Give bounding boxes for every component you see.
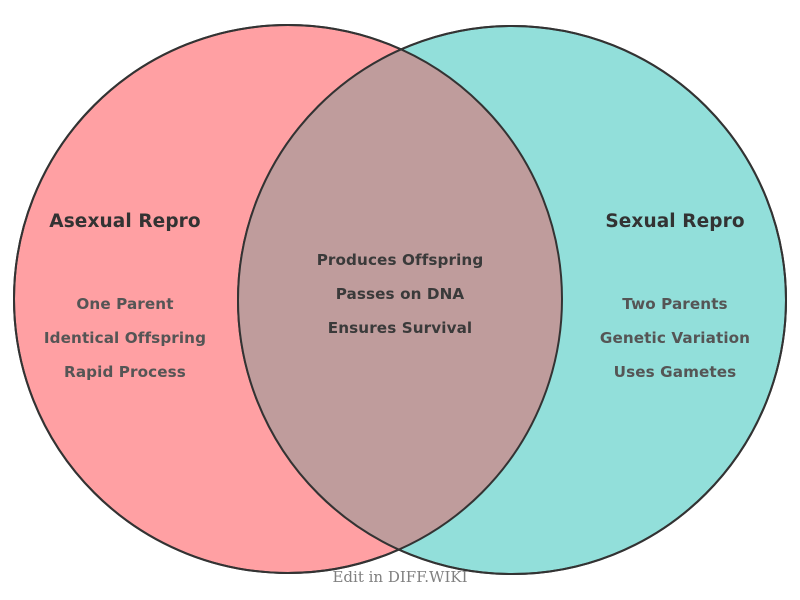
list-item: Ensures Survival: [327, 319, 473, 337]
list-item: Genetic Variation: [599, 329, 751, 347]
venn-circle-left-outline: [13, 24, 563, 574]
list-item: Identical Offspring: [43, 329, 207, 347]
intersection-items: Produces Offspring Passes on DNA Ensures…: [290, 243, 510, 345]
set-items-right: Two Parents Genetic Variation Uses Gamet…: [550, 287, 800, 389]
edit-watermark-link[interactable]: Edit in DIFF.WIKI: [332, 568, 468, 586]
set-title-right: Sexual Repro: [605, 211, 745, 232]
list-item: Rapid Process: [64, 363, 186, 381]
list-item: Passes on DNA: [335, 285, 465, 303]
set-title-left: Asexual Repro: [49, 211, 201, 232]
venn-circle-right-outline: [237, 25, 787, 575]
list-item: Two Parents: [622, 295, 728, 313]
list-item: Produces Offspring: [316, 251, 484, 269]
list-item: One Parent: [76, 295, 174, 313]
set-items-left: One Parent Identical Offspring Rapid Pro…: [0, 287, 250, 389]
list-item: Uses Gametes: [613, 363, 737, 381]
venn-intersection-region[interactable]: [238, 26, 786, 574]
